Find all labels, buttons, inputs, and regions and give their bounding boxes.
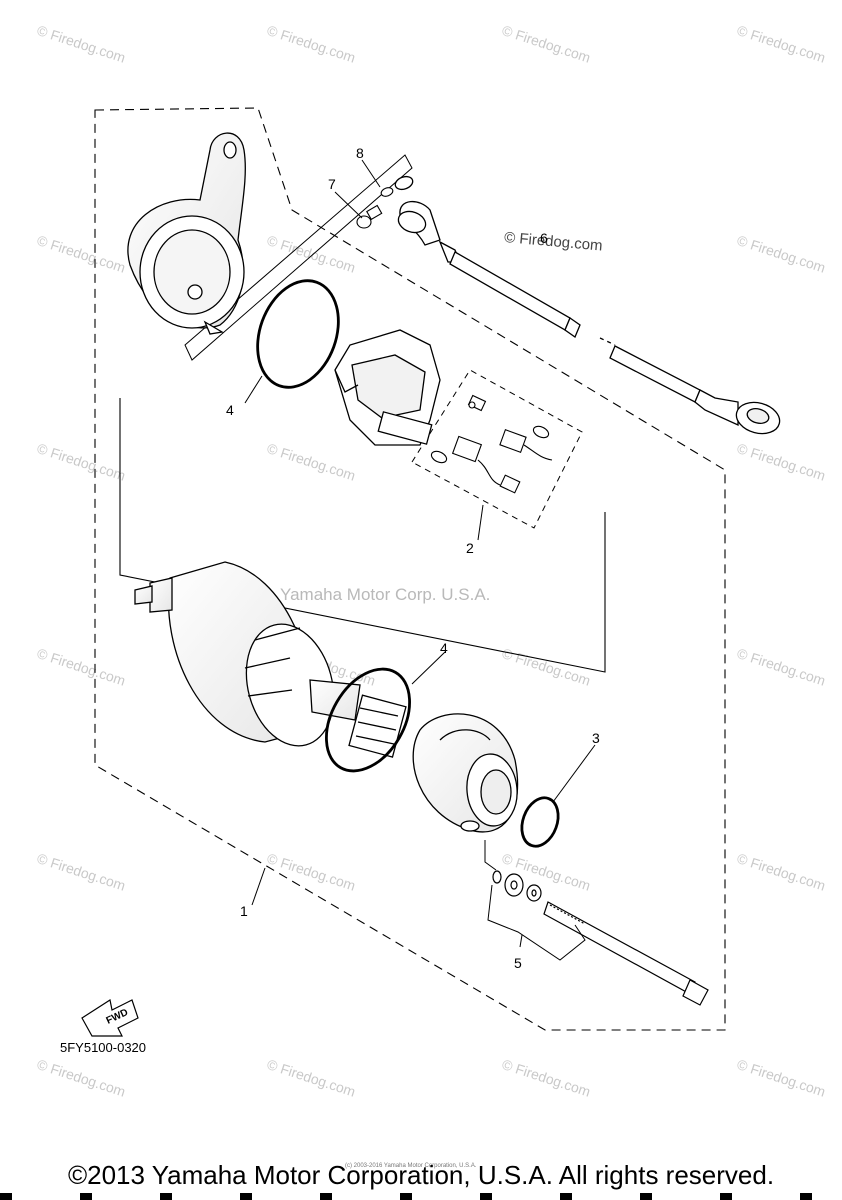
center-watermark: Yamaha Motor Corp. U.S.A. bbox=[280, 585, 491, 604]
small-bolt bbox=[356, 204, 383, 229]
front-cover bbox=[412, 713, 519, 833]
o-ring-upper bbox=[256, 279, 340, 389]
brush-set-dashed-box bbox=[411, 369, 583, 529]
assembly-boundary-dashed bbox=[94, 107, 726, 1031]
bottom-dashed-rule bbox=[0, 1193, 842, 1200]
o-ring-small bbox=[520, 796, 560, 848]
callout-7: 7 bbox=[328, 176, 336, 192]
callout-5: 5 bbox=[514, 955, 522, 971]
copyright-footer: ©2013 Yamaha Motor Corporation, U.S.A. A… bbox=[67, 1160, 775, 1190]
callout-4-lower: 4 bbox=[440, 640, 448, 656]
rear-cover-bracket bbox=[184, 154, 413, 361]
brush-holder bbox=[334, 329, 441, 446]
brush-set bbox=[430, 394, 553, 494]
callout-8: 8 bbox=[356, 145, 364, 161]
leader-lines bbox=[244, 159, 596, 961]
motor-housing bbox=[134, 561, 361, 747]
armature-gear bbox=[348, 694, 407, 758]
o-ring-lower bbox=[325, 667, 411, 773]
brush-holder-bracket bbox=[119, 398, 606, 673]
through-bolt bbox=[543, 901, 709, 1006]
callout-2: 2 bbox=[466, 540, 474, 556]
diagram-code: 5FY5100-0320 bbox=[60, 1040, 147, 1055]
callout-3: 3 bbox=[592, 730, 600, 746]
callout-1: 1 bbox=[240, 903, 248, 919]
callout-4-upper: 4 bbox=[226, 402, 234, 418]
tiny-copyright: (c) 2003-2016 Yamaha Motor Corporation, … bbox=[345, 1163, 477, 1169]
lead-wire bbox=[394, 175, 781, 435]
washer-set bbox=[492, 870, 542, 902]
fwd-arrow-icon bbox=[81, 999, 139, 1037]
rear-cover bbox=[127, 132, 246, 335]
lock-washer bbox=[380, 187, 394, 197]
callout-6: 6 bbox=[540, 230, 548, 246]
